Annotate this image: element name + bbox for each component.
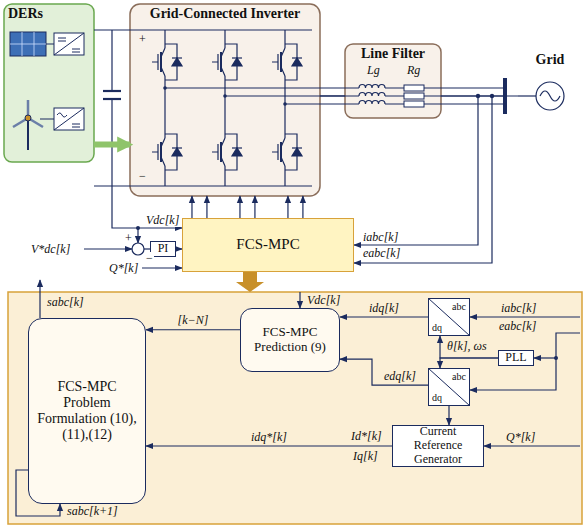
pll-block: PLL: [498, 350, 534, 366]
signal-label: sabc[k]: [46, 296, 85, 309]
formulation-block: FCS-MPC Problem Formulation (10),(11),(1…: [28, 318, 146, 504]
signal-label: Lg: [366, 64, 381, 77]
frame-outline: [4, 4, 94, 162]
block-label: abc: [452, 371, 466, 382]
signal-label: θ[k], ωs: [446, 340, 488, 353]
converter-symbols: [54, 33, 84, 130]
connector: [441, 95, 518, 96]
connector: [287, 196, 288, 218]
connector: [146, 445, 392, 446]
signal-label: edq[k]: [383, 370, 417, 383]
block-label: Current Reference Generator: [397, 425, 479, 466]
signal-label: Vdc[k]: [306, 294, 341, 307]
connector: [302, 196, 303, 218]
block-label: PI: [158, 242, 169, 256]
block-label: PLL: [505, 351, 526, 365]
signal-label: Vdc[k]: [145, 214, 180, 227]
connector: [340, 316, 428, 317]
connector: [239, 196, 240, 218]
signal-label: idq*[k]: [250, 431, 288, 444]
der-group: DERs: [4, 4, 94, 162]
connector: [191, 196, 192, 218]
signal-label: Q*[k]: [108, 262, 139, 275]
frame-outline: [345, 44, 441, 118]
connector: [146, 329, 240, 330]
block-label: abc: [452, 301, 466, 312]
polarity-sign: −: [138, 170, 147, 183]
grid-source: Grid: [518, 50, 582, 116]
prediction-block: FCS-MPC Prediction (9): [240, 308, 340, 372]
signal-label: Q*[k]: [505, 431, 536, 444]
signal-label: iabc[k]: [362, 231, 399, 244]
signal-label: Iq[k]: [352, 450, 379, 463]
polarity-sign: +: [138, 33, 147, 46]
polarity-sign: −: [145, 252, 154, 265]
pv-panel: [10, 32, 54, 56]
reference-generator: Current Reference Generator: [392, 425, 484, 467]
junction-dots: [136, 94, 558, 360]
line-filter-box: Line Filter: [345, 44, 441, 118]
signal-label: sabc[k+1]: [66, 505, 119, 518]
block-label: Line Filter: [361, 46, 425, 62]
signal-label: V*dc[k]: [30, 243, 71, 256]
frame-outline: [130, 4, 320, 196]
pi-controller: PI: [150, 241, 176, 257]
signal-label: eabc[k]: [362, 247, 401, 260]
transform-block: abcdq: [428, 368, 470, 406]
controller-panel: [8, 292, 582, 524]
block-label: FCS-MPC Problem Formulation (10),(11),(1…: [33, 379, 141, 443]
connector: [340, 359, 428, 385]
wires: [16, 30, 580, 516]
detail-arrow: [236, 272, 264, 292]
block-sublabel: dq: [432, 322, 442, 333]
block-sublabel: dq: [432, 392, 442, 403]
connector: [440, 358, 498, 368]
connector: [320, 95, 345, 96]
connector: [440, 336, 498, 358]
signal-label: eabc[k]: [498, 320, 537, 333]
block-label: FCS-MPC: [236, 236, 299, 253]
connector: [448, 406, 449, 425]
igbt-switches: [152, 30, 302, 186]
block-label: FCS-MPC Prediction (9): [245, 325, 335, 355]
wind-turbine: [13, 100, 54, 150]
block-label: Grid-Connected Inverter: [150, 6, 300, 22]
connector: [254, 196, 255, 218]
mpc-block: FCS-MPC: [182, 218, 354, 272]
connector: [206, 196, 207, 218]
signal-label: iabc[k]: [500, 302, 537, 315]
block-label: Grid: [536, 52, 565, 68]
signal-label: Rg: [406, 64, 421, 77]
signal-label: idq[k]: [368, 302, 400, 315]
transform-block: abcdq: [428, 298, 470, 336]
signal-label: Id*[k]: [350, 430, 383, 443]
signal-label: [k−N]: [177, 314, 210, 327]
connector: [94, 142, 130, 148]
block-label: DERs: [8, 6, 43, 22]
polarity-sign: +: [124, 232, 133, 245]
inverter-box: Grid-Connected Inverter: [130, 4, 320, 196]
